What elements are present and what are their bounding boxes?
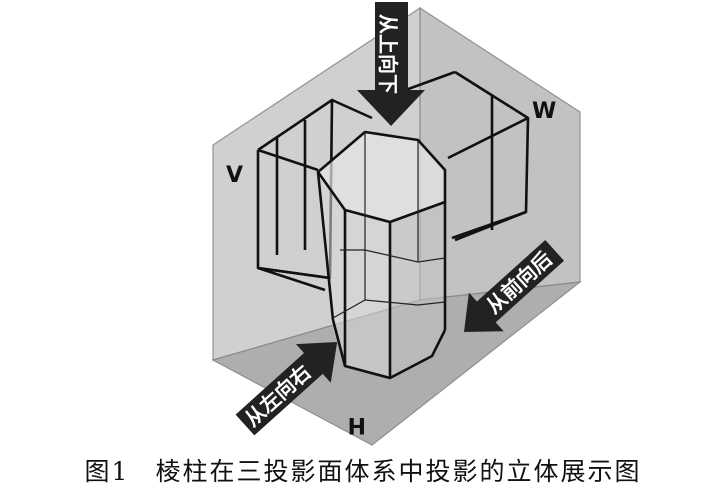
projection-diagram: V W H [211,2,583,446]
arrow-top-down-shape [357,2,425,126]
arrow-top-down: 从上向下 [357,2,425,126]
arrow-top-down-label: 从上向下 [376,14,400,94]
prism-side-face [390,202,445,378]
figure-number: 图1 [84,457,130,486]
projection-wireframes [256,70,530,292]
figure-caption: 图1 棱柱在三投影面体系中投影的立体展示图 [0,452,726,492]
prism-top-face [318,132,445,222]
w-plane-label: W [532,99,556,124]
h-plane-label: H [348,412,366,437]
v-plane-label: V [226,163,243,188]
figure-caption-text: 棱柱在三投影面体系中投影的立体展示图 [155,457,642,486]
arrow-left-right-shape [235,342,338,436]
arrow-front-back-shape [464,239,565,332]
hexagonal-prism [316,130,447,380]
